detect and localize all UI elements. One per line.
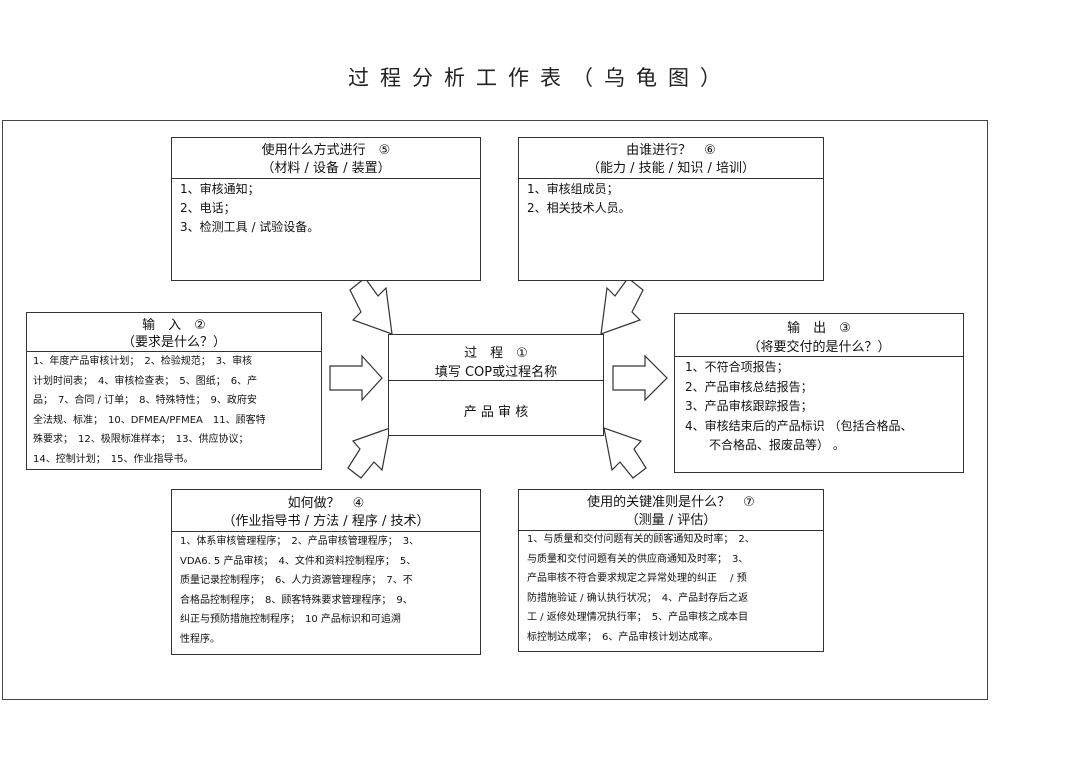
list-item: 1、体系审核管理程序； 2、产品审核管理程序； 3、 — [180, 536, 420, 547]
list-item: 全法规、标准； 10、DFMEA/PFMEA 11、顾客特 — [33, 414, 266, 426]
list-item: 2、产品审核总结报告； — [685, 379, 813, 394]
list-item: 4、审核结束后的产品标识 （包括合格品、 — [685, 418, 913, 433]
list-item: VDA6. 5 产品审核； 4、文件和资料控制程序； 5、 — [180, 555, 417, 567]
box-who-body: 1、审核组成员； 2、相关技术人员。 — [527, 180, 817, 218]
box-methods: 使用什么方式进行 ⑤ （材料 / 设备 / 装置） 1、审核通知； 2、电话； … — [171, 137, 481, 281]
box-output-divider — [675, 356, 963, 357]
list-item: 性程序。 — [180, 633, 220, 645]
box-who-title: 由谁进行？ ⑥ — [626, 143, 716, 158]
box-process-subtitle: 填写 COP或过程名称 — [434, 365, 558, 380]
arrow-from-box5 — [349, 277, 393, 335]
box-how-title: 如何做？ ④ — [287, 496, 365, 511]
box-process-name: 产 品 审 核 — [463, 405, 529, 420]
list-item: 产品审核不符合要求规定之异常处理的纠正 / 预 — [527, 573, 747, 584]
diagram-frame — [2, 120, 988, 700]
box-methods-subtitle: （材料 / 设备 / 装置） — [261, 161, 391, 176]
box-who-divider — [519, 178, 823, 179]
list-item: 纠正与预防措施控制程序； 10 产品标识和可追溯 — [180, 614, 401, 625]
list-item: 殊要求； 12、极限标准样本； 13、供应协议； — [33, 434, 249, 445]
page-title: 过程分析工作表（乌龟图） — [348, 66, 732, 90]
box-output: 输 出 ③ （将要交付的是什么？） 1、不符合项报告； 2、产品审核总结报告； … — [674, 313, 964, 473]
arrow-input — [329, 354, 383, 402]
box-input-body: 1、年度产品审核计划； 2、检验规范； 3、审核 计划时间表； 4、审核检查表；… — [33, 352, 315, 469]
box-input-title: 输 入 ② — [142, 318, 206, 333]
list-item: 1、审核组成员； — [527, 182, 619, 196]
arrow-from-box4 — [347, 427, 391, 479]
box-criteria: 使用的关键准则是什么？ ⑦ （测量 / 评估） 1、与质量和交付问题有关的顾客通… — [518, 489, 824, 652]
list-item: 1、年度产品审核计划； 2、检验规范； 3、审核 — [33, 356, 253, 367]
list-item: 合格品控制程序； 8、顾客特殊要求管理程序； 9、 — [180, 594, 413, 606]
list-item: 质量记录控制程序； 6、人力资源管理程序； 7、不 — [180, 575, 413, 586]
box-output-body: 1、不符合项报告； 2、产品审核总结报告； 3、产品审核跟踪报告； 4、审核结束… — [685, 358, 957, 456]
list-item: 2、电话； — [180, 201, 236, 215]
list-item: 工 / 返修处理情况执行率； 5、产品审核之成本目 — [527, 612, 749, 623]
list-item: 14、控制计划； 15、作业指导书。 — [33, 453, 194, 465]
list-item: 计划时间表； 4、审核检查表； 5、图纸； 6、产 — [33, 375, 258, 387]
list-item: 品； 7、合同 / 订单； 8、特殊特性； 9、政府安 — [33, 395, 257, 406]
box-how-body: 1、体系审核管理程序； 2、产品审核管理程序； 3、 VDA6. 5 产品审核；… — [180, 532, 474, 649]
box-how: 如何做？ ④ （作业指导书 / 方法 / 程序 / 技术） 1、体系审核管理程序… — [171, 489, 481, 655]
box-methods-title: 使用什么方式进行 ⑤ — [261, 143, 391, 158]
arrow-from-box7 — [603, 427, 647, 479]
box-input: 输 入 ② （要求是什么？） 1、年度产品审核计划； 2、检验规范； 3、审核 … — [26, 312, 322, 470]
box-process: 过 程 ① 填写 COP或过程名称 产 品 审 核 — [388, 334, 604, 436]
box-output-subtitle: （将要交付的是什么？） — [747, 340, 891, 355]
box-methods-body: 1、审核通知； 2、电话； 3、检测工具 / 试验设备。 — [180, 180, 474, 237]
list-item: 2、相关技术人员。 — [527, 201, 631, 215]
box-criteria-title: 使用的关键准则是什么？ ⑦ — [587, 495, 755, 510]
box-how-subtitle: （作业指导书 / 方法 / 程序 / 技术） — [222, 514, 430, 529]
list-item: 标控制达成率； 6、产品审核计划达成率。 — [527, 631, 719, 643]
box-input-divider — [27, 351, 321, 352]
box-criteria-subtitle: （测量 / 评估） — [625, 513, 717, 528]
box-who-subtitle: （能力 / 技能 / 知识 / 培训） — [587, 161, 755, 176]
box-process-divider — [389, 380, 603, 381]
box-input-subtitle: （要求是什么？） — [121, 335, 226, 350]
list-item: 1、与质量和交付问题有关的顾客通知及时率； 2、 — [527, 534, 755, 545]
arrow-from-box6 — [600, 277, 644, 335]
list-item: 1、审核通知； — [180, 182, 260, 196]
box-who: 由谁进行？ ⑥ （能力 / 技能 / 知识 / 培训） 1、审核组成员； 2、相… — [518, 137, 824, 281]
box-methods-divider — [172, 178, 480, 179]
box-how-divider — [172, 531, 480, 532]
box-criteria-divider — [519, 530, 823, 531]
box-criteria-body: 1、与质量和交付问题有关的顾客通知及时率； 2、 与质量和交付问题有关的供应商通… — [527, 530, 817, 647]
box-output-title: 输 出 ③ — [787, 321, 851, 336]
list-item: 3、检测工具 / 试验设备。 — [180, 220, 320, 234]
list-item: 不合格品、报废品等） 。 — [685, 438, 845, 452]
list-item: 防措施验证 / 确认执行状况； 4、产品封存后之返 — [527, 592, 749, 604]
list-item: 1、不符合项报告； — [685, 360, 789, 374]
arrow-output — [612, 354, 668, 402]
list-item: 与质量和交付问题有关的供应商通知及时率； 3、 — [527, 553, 749, 565]
box-process-title: 过 程 ① — [464, 346, 528, 361]
list-item: 3、产品审核跟踪报告； — [685, 399, 813, 413]
